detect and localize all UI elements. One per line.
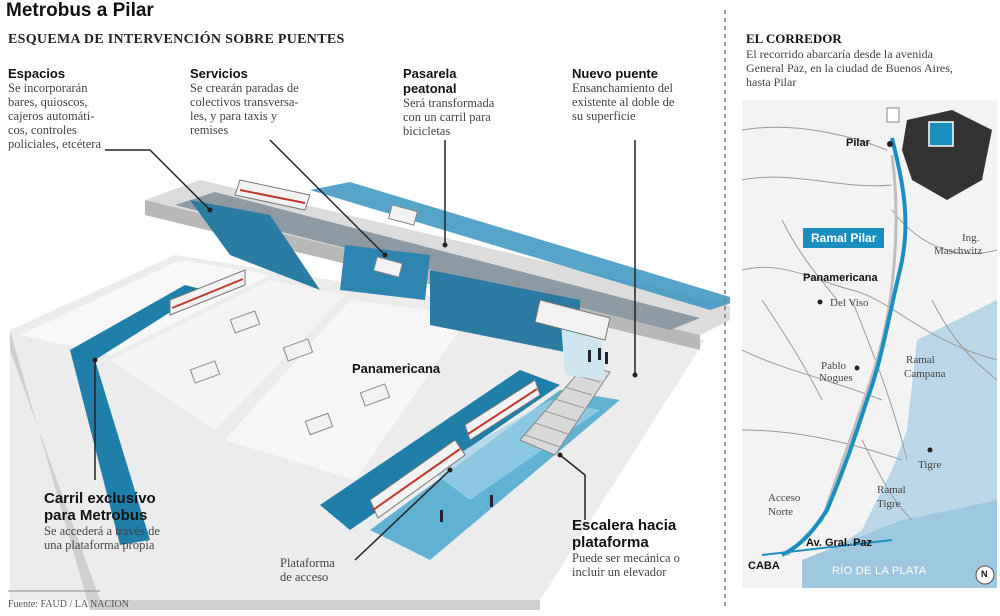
place-pilar: Pilar [846,137,870,149]
place-ing: Ing. [962,232,980,244]
parking-block [110,280,345,430]
annotation-pasarela: Pasarela peatonal Será transformada con … [403,66,494,138]
source-credit: Fuente: FAUD / LA NACION [8,599,129,610]
place-ramal-tigre-2: Tigre [877,498,901,510]
place-gral-paz: Av. Gral. Paz [806,537,873,549]
annotation-line: Se crearán paradas de [190,81,299,95]
bus-lane-1 [464,379,541,441]
annotation-title: para Metrobus [44,507,148,524]
leader-lines [94,139,636,561]
car [189,360,221,384]
annotation-line: una plataforma propia [44,538,155,552]
annotation-title: Pasarela [403,66,457,81]
start-marker [886,107,900,123]
annotation-title: Servicios [190,66,248,81]
north-arrow-icon [975,565,995,585]
annotation-line: Puede ser mecánica o [572,551,680,565]
ramal-pilar-route [781,137,908,557]
panamericana-label: Panamericana [352,361,441,376]
car [304,412,334,436]
annotation-line: Se incorporarán [8,81,88,95]
bridge-illustration [8,139,730,610]
panamericana-block [225,300,470,480]
car [373,256,403,278]
gral-paz-route [761,539,893,556]
corridor-map [742,100,997,588]
place-caba: CABA [748,560,780,572]
annotation-line: bicicletas [403,124,451,138]
annotation-nuevo-puente: Nuevo puente Ensanchamiento del existent… [572,66,674,123]
annotation-line: les, y para taxis y [190,109,278,123]
place-tigre: Tigre [918,459,942,471]
map-description: El recorrido abarcaría desde la avenida … [746,47,953,89]
page-subtitle: ESQUEMA DE INTERVENCIÓN SOBRE PUENTES [8,32,345,47]
road-network [742,126,997,521]
annotation-line: cos, controles [8,123,77,137]
annotation-line: colectivos transversa- [190,95,299,109]
annotation-line: con un carril para [403,110,491,124]
car [229,310,261,334]
bus-left [169,269,246,316]
car [282,338,314,362]
annotation-title: plataforma [572,534,649,551]
place-ramal-campana-1: Ramal [906,354,935,366]
annotation-line: Se accederá a través de [44,524,160,538]
annotation-carril: Carril exclusivo para Metrobus Se accede… [44,490,160,552]
map-title: EL CORREDOR [746,31,842,46]
town-markers [817,141,933,453]
annotation-line: remises [190,123,229,137]
bus-top-bridge [234,179,311,211]
annotation-line: cajeros automáti- [8,109,95,123]
stairs [519,364,611,456]
annotation-line: su superficie [572,109,636,123]
bus-lane-2 [369,439,466,519]
annotation-line: policiales, etcétera [8,137,101,151]
metrobus-lane-left [70,285,205,545]
ramal-pilar-label: Ramal Pilar [803,228,885,248]
annotation-plataforma: Plataforma de acceso [280,556,335,584]
annotation-espacios: Espacios Se incorporarán bares, quioscos… [8,66,101,151]
espacios-structure [190,200,320,290]
annotation-title: peatonal [403,81,457,96]
annotation-line: existente al doble de [572,95,675,109]
people [440,348,608,522]
annotation-escalera: Escalera hacia plataforma Puede ser mecá… [572,517,680,579]
place-ramal-tigre-1: Ramal [877,484,906,496]
annotation-line: Ensanchamiento del [572,81,674,95]
annotation-title: Carril exclusivo [44,490,156,507]
annotation-line: de acceso [280,570,329,584]
bus-under-bridge [534,299,611,341]
annotation-title: Espacios [8,66,66,81]
north-label: N [981,569,988,579]
inset-map [902,110,992,200]
annotation-title: Nuevo puente [572,66,658,81]
place-ramal-campana-2: Campana [904,368,946,380]
under-bridge-structure [430,270,580,355]
place-acceso-1: Acceso [768,492,801,504]
place-pablo: Pablo [821,360,847,372]
annotation-servicios: Servicios Se crearán paradas de colectiv… [190,66,299,137]
place-acceso-2: Norte [768,506,794,518]
panel-divider [724,10,726,610]
place-del-viso: Del Viso [830,297,869,309]
annotation-title: Escalera hacia [572,517,677,534]
left-block [20,260,270,355]
place-panamericana: Panamericana [803,272,878,284]
car [388,204,418,226]
acceso-norte-road [785,154,898,557]
annotation-line: Plataforma [280,556,335,570]
car [359,383,391,407]
place-maschwitz: Maschwitz [934,245,983,257]
annotation-line: Será transformada [403,96,495,110]
place-rio-de-la-plata: RÍO DE LA PLATA [832,565,927,577]
page-title: Metrobus a Pilar [6,0,154,21]
place-nogues: Nogues [819,372,853,384]
annotation-line: incluir un elevador [572,565,667,579]
annotation-line: bares, quioscos, [8,95,88,109]
